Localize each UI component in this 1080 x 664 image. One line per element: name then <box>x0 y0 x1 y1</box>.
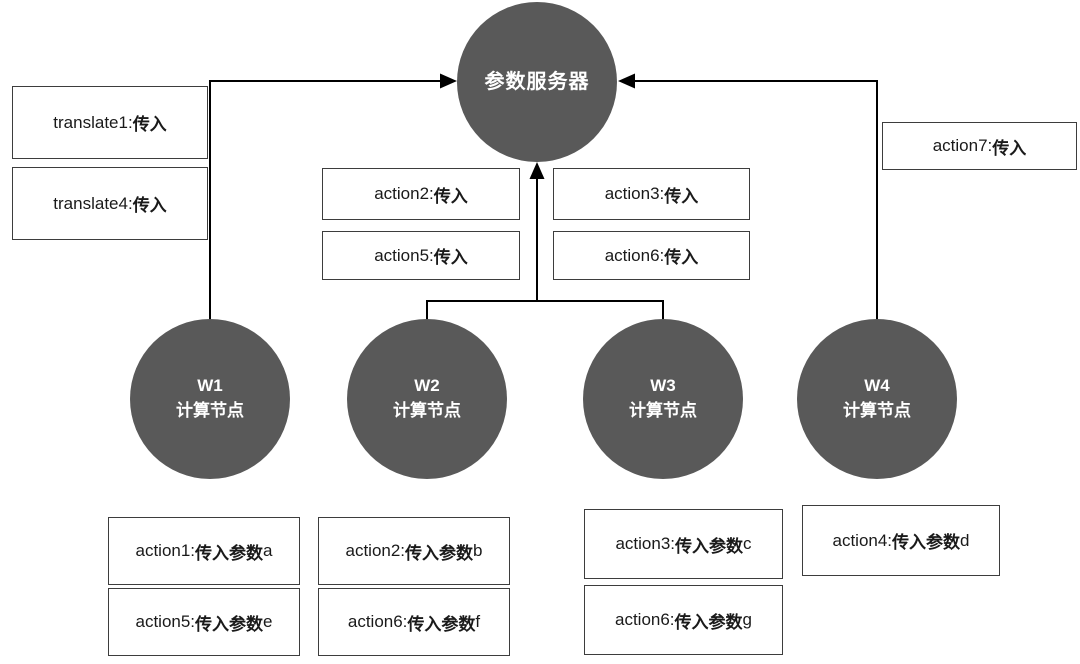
worker-code: W3 <box>650 376 676 396</box>
box-action3-push: action3:传入 <box>553 168 750 220</box>
parameter-server-label: 参数服务器 <box>484 70 590 93</box>
worker-node-w1: W1 计算节点 <box>130 319 290 479</box>
worker-node-w2: W2 计算节点 <box>347 319 507 479</box>
connector-w1-to-server <box>209 80 441 320</box>
connector-w2-w3-to-server <box>426 177 664 321</box>
worker-role: 计算节点 <box>843 401 911 420</box>
arrowhead-into-server-bottom <box>529 162 545 179</box>
worker-role: 计算节点 <box>629 401 697 420</box>
worker-role: 计算节点 <box>393 401 461 420</box>
worker-code: W4 <box>864 376 890 396</box>
arrowhead-into-server-right <box>618 73 635 89</box>
box-action7-push: action7:传入 <box>882 122 1077 170</box>
connector-w4-to-server <box>634 80 878 321</box>
box-translate1-push: translate1:传入 <box>12 86 208 159</box>
box-translate4-push: translate4:传入 <box>12 167 208 240</box>
worker-code: W1 <box>197 376 223 396</box>
parameter-server-node: 参数服务器 <box>457 2 617 162</box>
arrowhead-into-server-left <box>440 73 457 89</box>
worker-node-w4: W4 计算节点 <box>797 319 957 479</box>
box-action6-push: action6:传入 <box>553 231 750 280</box>
worker-role: 计算节点 <box>176 401 244 420</box>
worker-node-w3: W3 计算节点 <box>583 319 743 479</box>
box-action2-push: action2:传入 <box>322 168 520 220</box>
worker-code: W2 <box>414 376 440 396</box>
box-action5-push: action5:传入 <box>322 231 520 280</box>
